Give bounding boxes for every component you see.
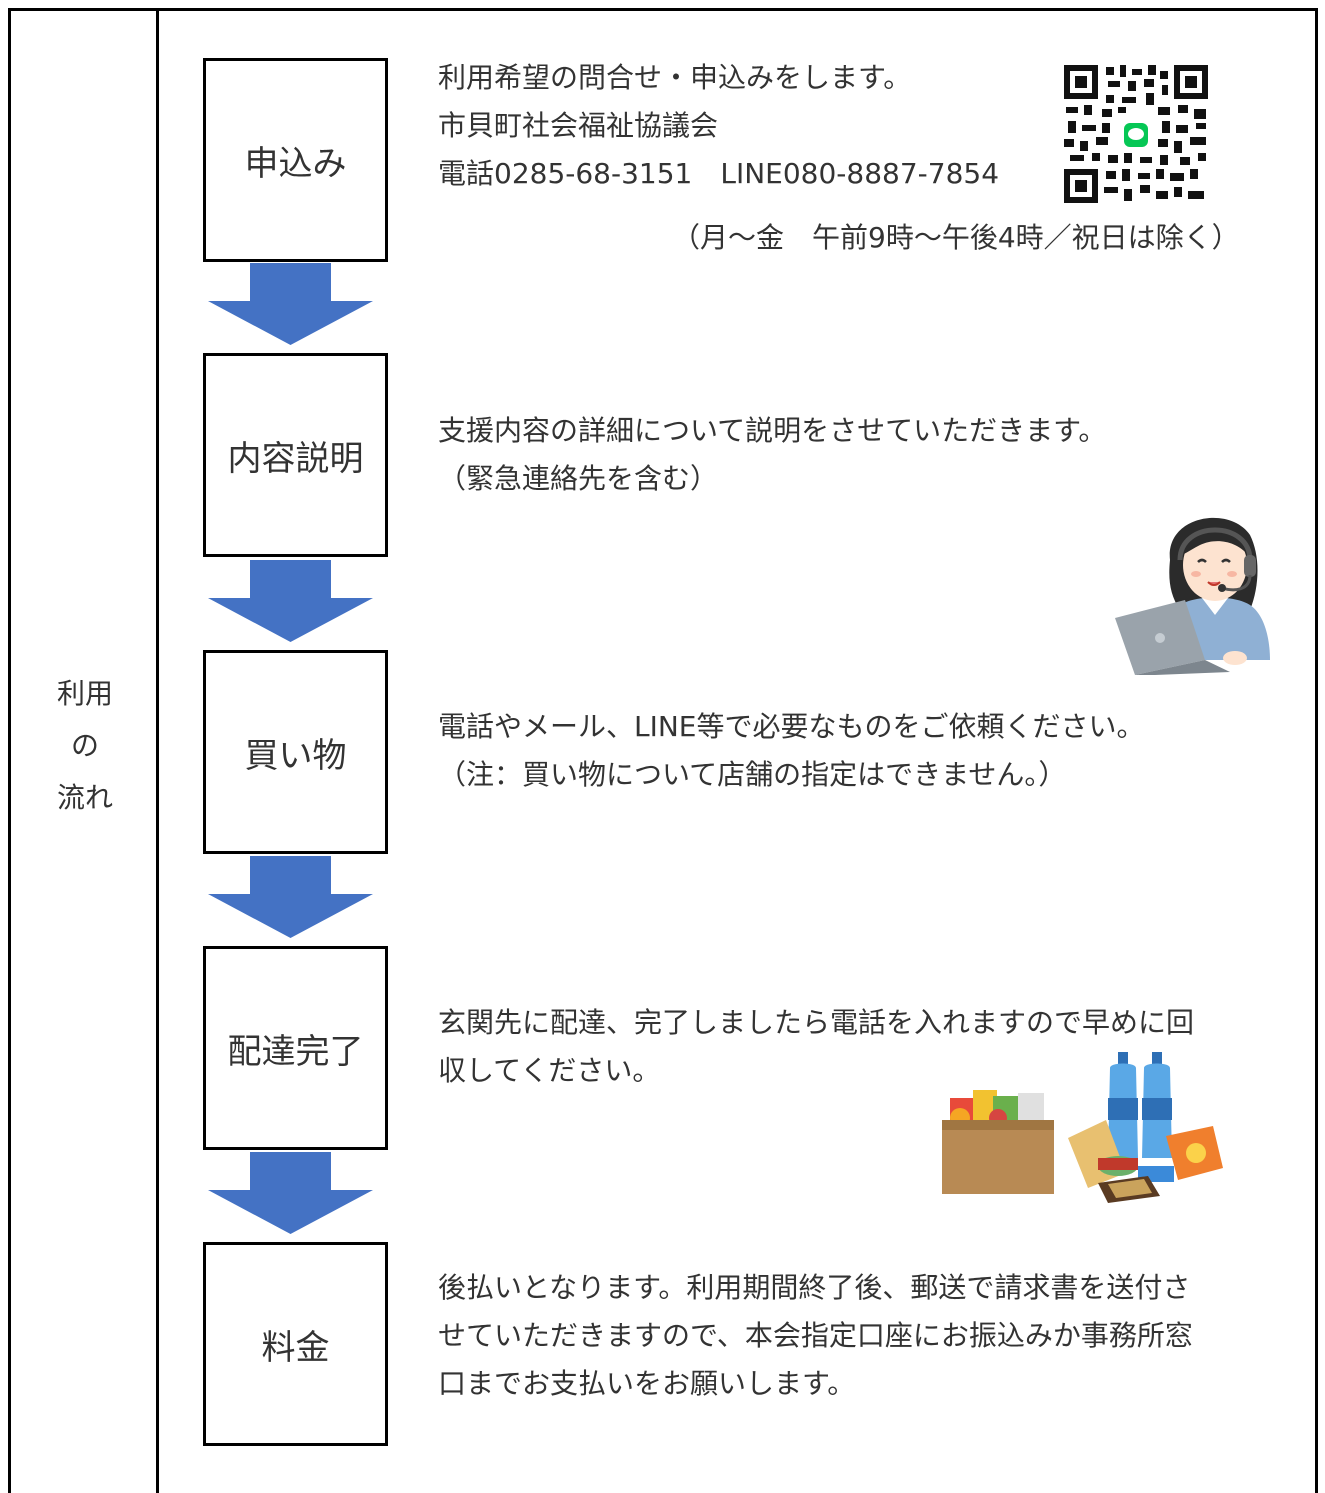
- desc-line: 口までお支払いをお願いします。: [438, 1367, 856, 1400]
- step-title-delivery: 配達完了: [227, 1031, 364, 1072]
- desc-line: 収してください。: [438, 1054, 661, 1087]
- step-box-fee: 料金: [203, 1242, 388, 1446]
- desc-line: 電話やメール、LINE等で必要なものをご依頼ください。: [438, 710, 1145, 743]
- desc-line: 電話0285-68-3151 LINE080-8887-7854: [438, 157, 1000, 190]
- step-desc-explanation: 支援内容の詳細について説明をさせていただきます。 （緊急連絡先を含む）: [438, 407, 1106, 503]
- down-arrow-icon: [208, 263, 373, 345]
- desc-line: 支援内容の詳細について説明をさせていただきます。: [438, 414, 1107, 447]
- desc-line: せていただきますので、本会指定口座にお振込みか事務所窓: [438, 1319, 1193, 1352]
- down-arrow-icon: [208, 1152, 373, 1234]
- down-arrow-icon: [208, 560, 373, 642]
- section-label-line2: の: [70, 729, 99, 762]
- step-desc-apply: 利用希望の問合せ・申込みをします。 市貝町社会福祉協議会 電話0285-68-3…: [438, 54, 999, 198]
- section-label-line1: 利用: [56, 677, 113, 710]
- step-box-explanation: 内容説明: [203, 353, 388, 557]
- step-box-apply: 申込み: [203, 58, 388, 262]
- step-title-shopping: 買い物: [244, 735, 347, 776]
- desc-line: 玄関先に配達、完了しましたら電話を入れますので早めに回: [438, 1006, 1195, 1039]
- desc-line: 後払いとなります。利用期間終了後、郵送で請求書を送付さ: [438, 1271, 1191, 1304]
- desc-line: （緊急連絡先を含む）: [438, 462, 719, 495]
- line-qr-code-icon: [1062, 63, 1210, 205]
- desc-line: 市貝町社会福祉協議会: [438, 109, 719, 142]
- section-label-line3: 流れ: [56, 781, 113, 814]
- table-frame: [8, 8, 1318, 1493]
- step-desc-fee: 後払いとなります。利用期間終了後、郵送で請求書を送付さ せていただきますので、本…: [438, 1264, 1193, 1408]
- headset-operator-illustration: [1115, 517, 1270, 675]
- step-desc-delivery: 玄関先に配達、完了しましたら電話を入れますので早めに回 収してください。: [438, 999, 1194, 1095]
- business-hours-note: （月～金 午前9時～午後4時／祝日は除く）: [672, 221, 1240, 254]
- step-title-fee: 料金: [261, 1327, 330, 1368]
- groceries-box-illustration: [942, 1052, 1223, 1203]
- step-title-apply: 申込み: [244, 143, 347, 184]
- step-desc-shopping: 電話やメール、LINE等で必要なものをご依頼ください。 （注：買い物について店舗…: [438, 703, 1145, 799]
- down-arrow-icon: [208, 856, 373, 938]
- step-box-shopping: 買い物: [203, 650, 388, 854]
- step-box-delivery: 配達完了: [203, 946, 388, 1150]
- desc-line: （注：買い物について店舗の指定はできません。）: [438, 758, 1067, 791]
- column-divider: [156, 8, 159, 1493]
- step-title-explanation: 内容説明: [227, 438, 364, 479]
- section-label: 利用 の 流れ: [20, 668, 150, 824]
- desc-line: 利用希望の問合せ・申込みをします。: [438, 61, 912, 94]
